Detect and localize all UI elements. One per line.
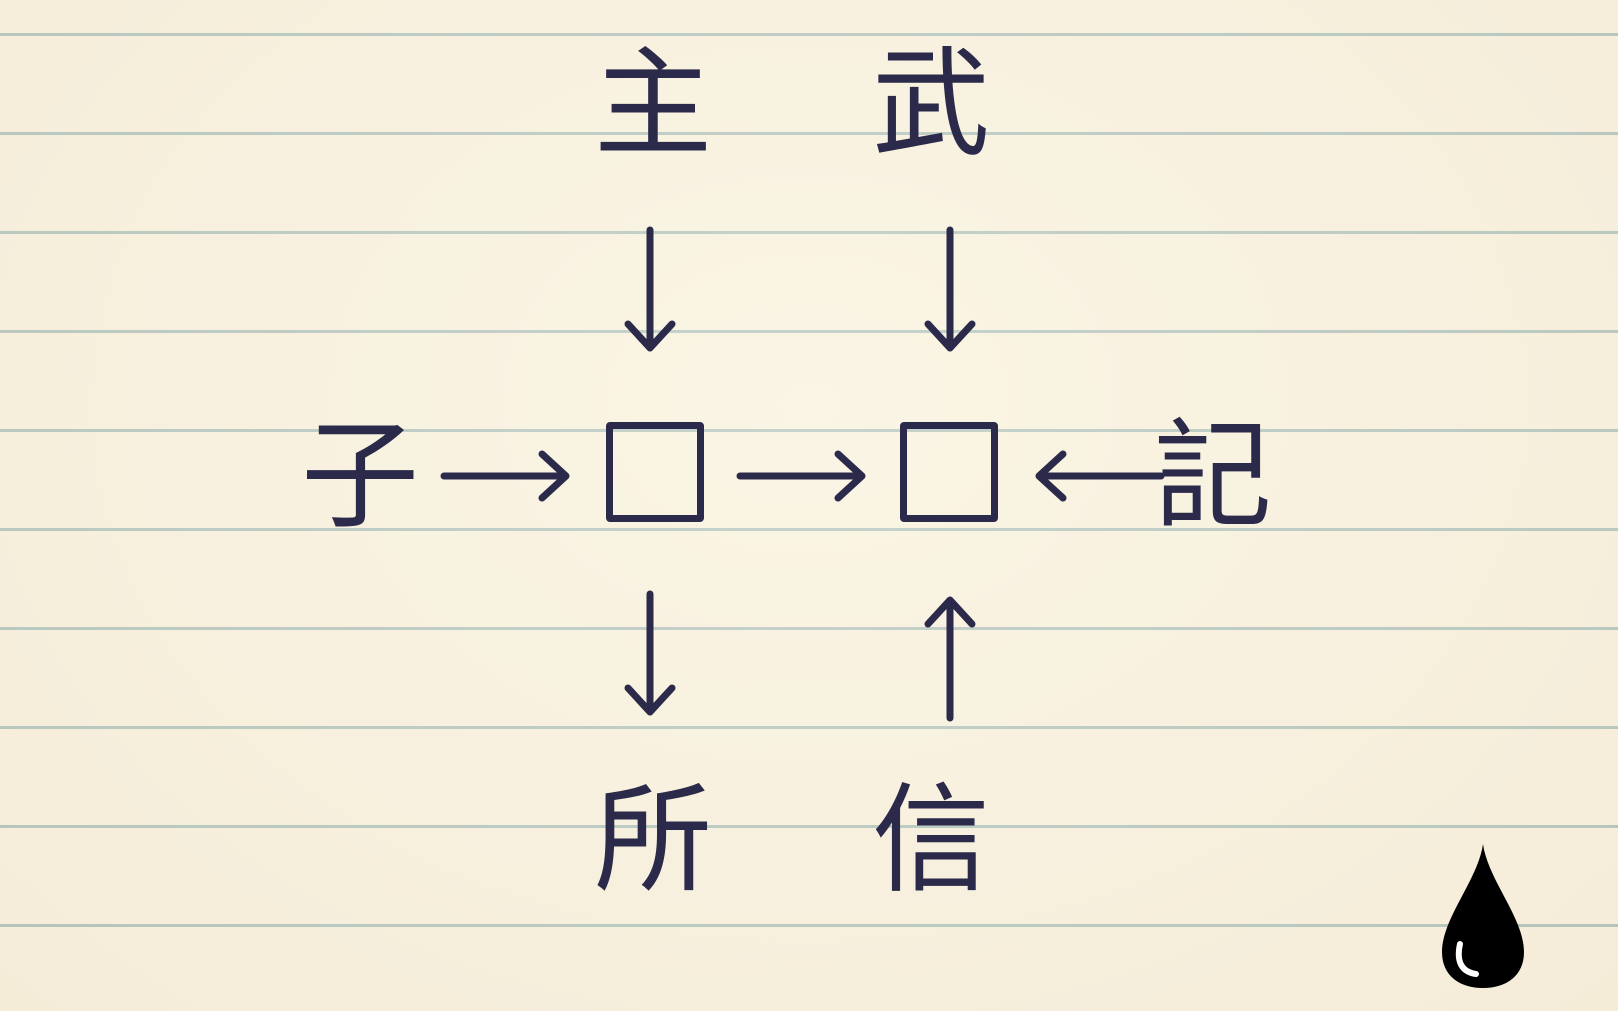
arrow-down-bottom-left <box>620 590 680 720</box>
arrow-right-middle <box>736 446 871 506</box>
answer-box-right[interactable] <box>900 422 998 522</box>
arrow-right-left <box>440 446 575 506</box>
arrow-down-top-left <box>620 226 680 356</box>
clue-top-right: 武 <box>871 35 990 173</box>
clue-top-left: 主 <box>593 35 712 173</box>
arrow-up-bottom-right <box>920 592 980 722</box>
clue-left: 子 <box>300 407 419 545</box>
clue-right: 記 <box>1153 407 1272 545</box>
clue-bottom-right: 信 <box>871 771 990 909</box>
answer-box-left-text <box>613 429 697 515</box>
answer-box-right-text <box>907 429 991 515</box>
arrow-down-top-right <box>920 226 980 356</box>
clue-bottom-left: 所 <box>593 771 712 909</box>
ink-drop-icon[interactable] <box>1440 840 1526 992</box>
arrow-left-right <box>1030 446 1165 506</box>
answer-box-left[interactable] <box>606 422 704 522</box>
